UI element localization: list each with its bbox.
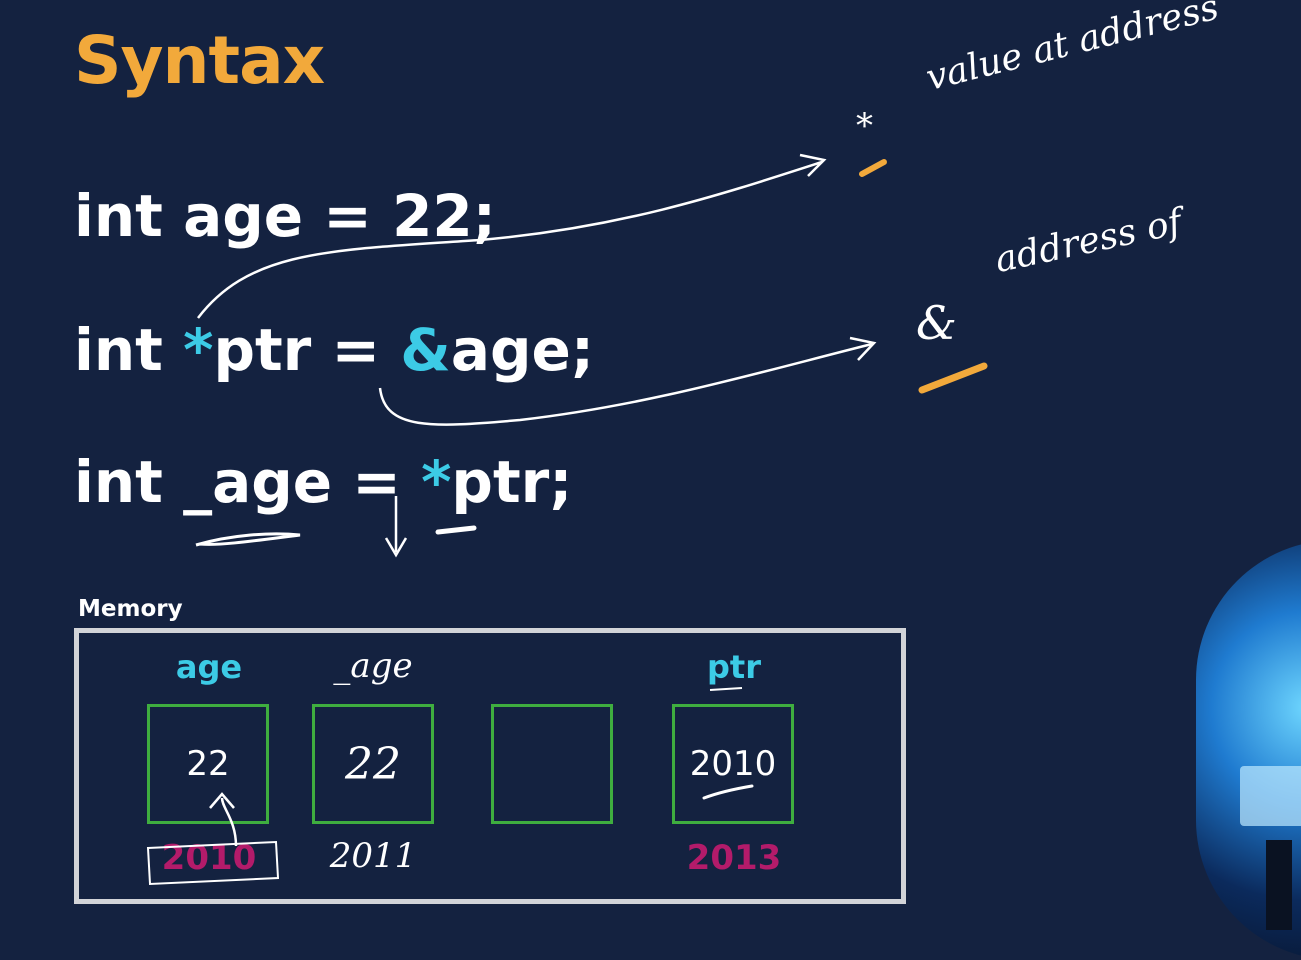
lamp-stand-shape — [1266, 840, 1292, 930]
arrow-address-head — [209, 792, 235, 809]
arrow-down-head — [384, 537, 408, 558]
code-line-1: int age = 22; — [74, 182, 496, 250]
cell-4-address: 2013 — [686, 838, 782, 878]
cell-4-name: ptr — [707, 648, 761, 686]
arrow-amp-head — [849, 336, 877, 361]
cell-1-name: age — [175, 648, 243, 686]
cell-2-address: 2011 — [329, 836, 417, 876]
note-star-symbol: * — [856, 106, 873, 146]
code-line-2-part-b: ptr = — [213, 316, 401, 384]
underline-ptr-label — [709, 687, 743, 691]
underline-ptr-value — [702, 784, 754, 800]
cell-2-value: 22 — [345, 738, 401, 790]
code-line-3-part-b: ptr; — [451, 448, 573, 516]
memory-box — [74, 628, 906, 904]
memory-label: Memory — [78, 596, 183, 622]
underline-ptr — [435, 525, 477, 535]
pointer-star-token: * — [183, 316, 214, 384]
code-line-2: int *ptr = &age; — [74, 316, 594, 384]
note-amp-symbol: & — [916, 296, 957, 350]
slide: Syntax int age = 22; int *ptr = &age; in… — [74, 0, 1301, 960]
arrow-star-to-note — [197, 160, 823, 319]
lamp-shape — [1240, 766, 1301, 826]
arrow-amp-to-note — [378, 342, 873, 426]
dereference-star-token: * — [421, 448, 452, 516]
cell-1-value: 22 — [186, 744, 230, 784]
code-line-2-part-c: age; — [450, 316, 595, 384]
ampersand-token: & — [400, 316, 451, 384]
underline-age — [195, 532, 301, 547]
code-line-3-part-a: int _age = — [74, 448, 422, 516]
ink-annotations — [146, 153, 988, 886]
underline-amp — [918, 362, 988, 394]
slide-title: Syntax — [74, 22, 325, 99]
arrow-star-head — [799, 153, 827, 177]
cell-2-name: _age — [333, 646, 413, 686]
code-line-3: int _age = *ptr; — [74, 448, 572, 516]
memory-cell-3 — [491, 704, 613, 824]
cell-4-value: 2010 — [689, 744, 777, 784]
address-box — [146, 840, 280, 886]
memory-cell-4: 2010 — [672, 704, 794, 824]
memory-cell-2: 22 — [312, 704, 434, 824]
memory-cell-1: 22 — [147, 704, 269, 824]
code-line-2-part-a: int — [74, 316, 184, 384]
underline-star — [859, 159, 887, 177]
arrow-address-to-value — [220, 797, 238, 847]
